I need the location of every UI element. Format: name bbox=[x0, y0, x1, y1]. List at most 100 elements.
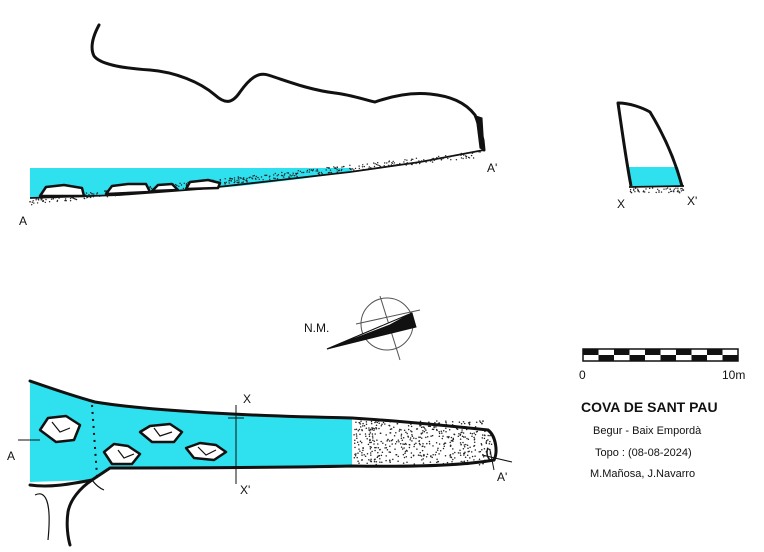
stipple-dot bbox=[668, 191, 670, 194]
stipple-dot bbox=[438, 453, 440, 455]
stipple-dot bbox=[246, 177, 248, 180]
stipple-dot bbox=[449, 156, 451, 158]
stipple-dot bbox=[473, 432, 475, 434]
stipple-dot bbox=[383, 165, 385, 167]
stipple-dot bbox=[379, 432, 382, 434]
stipple-dot bbox=[93, 193, 95, 195]
stipple-dot bbox=[359, 450, 361, 452]
plan-boulder bbox=[138, 422, 184, 444]
stipple-dot bbox=[469, 457, 471, 459]
stipple-dot bbox=[357, 443, 360, 446]
stipple-dot bbox=[381, 451, 384, 453]
cross-section: X X' bbox=[616, 101, 697, 211]
stipple-dot bbox=[385, 434, 387, 436]
stipple-dot bbox=[404, 452, 406, 455]
stipple-dot bbox=[436, 449, 439, 451]
stipple-dot bbox=[362, 447, 364, 450]
stipple-dot bbox=[403, 429, 406, 431]
stipple-dot bbox=[358, 167, 360, 170]
stipple-dot bbox=[353, 434, 355, 436]
stipple-dot bbox=[447, 157, 449, 160]
stipple-dot bbox=[289, 174, 291, 176]
stipple-dot bbox=[438, 155, 440, 158]
stipple-dot bbox=[371, 433, 374, 435]
stipple-dot bbox=[464, 436, 466, 438]
stipple-dot bbox=[422, 430, 424, 432]
marker-a-prime-line bbox=[481, 454, 513, 463]
stipple-dot bbox=[385, 455, 387, 457]
stipple-dot bbox=[423, 426, 425, 429]
stipple-dot bbox=[264, 174, 266, 176]
stipple-dot bbox=[423, 453, 425, 456]
stipple-dot bbox=[460, 422, 463, 425]
stipple-dot bbox=[419, 420, 422, 423]
stipple-dot bbox=[371, 429, 373, 431]
stipple-dot bbox=[336, 166, 338, 168]
stipple-dot bbox=[422, 462, 425, 464]
stipple-dot bbox=[424, 427, 426, 430]
stipple-dot bbox=[253, 174, 255, 177]
stipple-dot bbox=[405, 164, 407, 166]
scale-bar-segment bbox=[660, 355, 676, 361]
stipple-dot bbox=[677, 189, 679, 191]
stipple-dot bbox=[482, 462, 484, 465]
stipple-dot bbox=[228, 182, 230, 184]
stipple-dot bbox=[428, 443, 431, 445]
stipple-dot bbox=[474, 455, 476, 457]
stipple-dot bbox=[301, 171, 303, 174]
stipple-dot bbox=[637, 190, 640, 192]
scale-bar: 0 10m bbox=[579, 348, 745, 382]
stipple-dot bbox=[268, 176, 271, 178]
plan-dotted-line bbox=[91, 404, 98, 477]
stipple-dot bbox=[380, 440, 382, 443]
title-block: COVA DE SANT PAU Begur - Baix Empordà To… bbox=[581, 399, 718, 480]
stipple-dot bbox=[417, 454, 420, 456]
stipple-dot bbox=[426, 453, 429, 456]
stipple-dot bbox=[431, 428, 434, 430]
plan-entrance-line bbox=[91, 479, 105, 491]
stipple-dot bbox=[366, 438, 368, 440]
stipple-dot bbox=[392, 160, 394, 163]
stipple-dot bbox=[407, 425, 410, 427]
stipple-dot bbox=[274, 172, 276, 175]
stipple-dot bbox=[397, 439, 400, 441]
stipple-dot bbox=[390, 164, 393, 166]
stipple-dot bbox=[375, 446, 377, 449]
stipple-dot bbox=[423, 159, 425, 161]
stipple-dot bbox=[318, 173, 320, 175]
stipple-dot bbox=[487, 439, 489, 441]
cross-section-stipple bbox=[629, 187, 685, 194]
stipple-dot bbox=[461, 435, 464, 437]
stipple-dot bbox=[149, 185, 151, 188]
stipple-dot bbox=[83, 197, 85, 199]
stipple-dot bbox=[353, 456, 356, 459]
stipple-dot bbox=[368, 459, 370, 461]
stipple-dot bbox=[406, 432, 408, 435]
stipple-dot bbox=[296, 175, 298, 178]
stipple-dot bbox=[445, 155, 447, 157]
stipple-dot bbox=[287, 172, 290, 174]
stipple-dot bbox=[468, 422, 471, 424]
stipple-dot bbox=[423, 430, 426, 433]
stipple-dot bbox=[242, 181, 244, 183]
stipple-dot bbox=[680, 188, 682, 190]
stipple-dot bbox=[481, 422, 483, 424]
stipple-dot bbox=[262, 179, 264, 181]
stipple-dot bbox=[649, 187, 651, 190]
stipple-dot bbox=[293, 175, 296, 177]
stipple-dot bbox=[368, 435, 371, 438]
stipple-dot bbox=[468, 423, 471, 426]
stipple-dot bbox=[462, 447, 465, 450]
stipple-dot bbox=[365, 435, 367, 437]
scale-bar-segment bbox=[722, 355, 738, 361]
stipple-dot bbox=[462, 432, 465, 434]
stipple-dot bbox=[648, 191, 650, 194]
stipple-dot bbox=[479, 151, 481, 153]
stipple-dot bbox=[663, 188, 665, 190]
survey-authors: M.Mañosa, J.Navarro bbox=[590, 468, 695, 480]
stipple-dot bbox=[91, 193, 94, 195]
stipple-dot bbox=[308, 171, 310, 173]
stipple-dot bbox=[673, 188, 675, 190]
stipple-dot bbox=[415, 442, 417, 444]
